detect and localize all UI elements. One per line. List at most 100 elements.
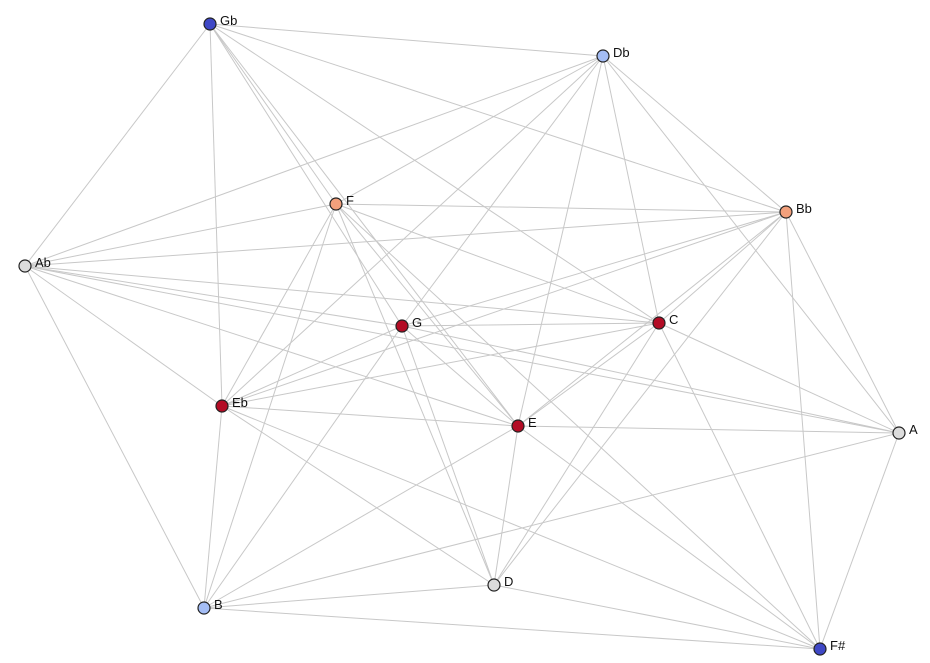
edge-bb-g xyxy=(401,211,787,327)
node-marker-d[interactable] xyxy=(487,578,501,592)
node-db[interactable]: Db xyxy=(596,45,630,63)
node-label-gb: Gb xyxy=(220,13,237,28)
edge-f-d xyxy=(335,203,495,586)
edge-gb-eb xyxy=(209,23,223,407)
edge-g-e xyxy=(401,325,519,427)
node-label-g: G xyxy=(412,315,422,330)
edge-a-f-sharp xyxy=(819,432,900,650)
node-marker-db[interactable] xyxy=(596,49,610,63)
edge-db-e xyxy=(517,55,604,427)
edge-ab-c xyxy=(24,265,660,324)
node-label-f: F xyxy=(346,193,354,208)
edge-db-ab xyxy=(24,55,604,267)
node-f[interactable]: F xyxy=(329,193,354,211)
edge-f-bb xyxy=(335,203,787,213)
node-ab[interactable]: Ab xyxy=(18,255,51,273)
edge-c-f-sharp xyxy=(658,322,821,650)
edge-bb-e xyxy=(517,211,787,427)
edge-bb-ab xyxy=(24,211,787,267)
edge-f-ab xyxy=(24,203,337,267)
edge-c-a xyxy=(658,322,900,434)
edge-eb-f-sharp xyxy=(221,405,821,650)
edge-f-f-sharp xyxy=(335,203,821,650)
edge-bb-d xyxy=(493,211,787,586)
edge-f-c xyxy=(335,203,660,324)
node-label-ab: Ab xyxy=(35,255,51,270)
edge-e-a xyxy=(517,425,900,434)
node-b[interactable]: B xyxy=(197,597,223,615)
edge-e-b xyxy=(203,425,519,609)
edge-d-f-sharp xyxy=(493,584,821,650)
edge-eb-d xyxy=(221,405,495,586)
edge-eb-e xyxy=(221,405,519,427)
edge-db-c xyxy=(602,55,660,324)
edge-ab-g xyxy=(24,265,403,327)
edge-e-f-sharp xyxy=(517,425,821,650)
node-label-d: D xyxy=(504,574,513,589)
edge-gb-ab xyxy=(24,23,211,267)
node-marker-g[interactable] xyxy=(395,319,409,333)
edge-gb-bb xyxy=(209,23,787,213)
node-c[interactable]: C xyxy=(652,312,678,330)
edge-eb-b xyxy=(203,405,223,609)
node-e[interactable]: E xyxy=(511,415,537,433)
node-label-db: Db xyxy=(613,45,630,60)
node-marker-a[interactable] xyxy=(892,426,906,440)
edge-g-b xyxy=(203,325,403,609)
edge-gb-db xyxy=(209,23,604,57)
node-a[interactable]: A xyxy=(892,422,918,440)
node-marker-bb[interactable] xyxy=(779,205,793,219)
edge-a-b xyxy=(203,432,900,609)
edge-gb-f xyxy=(209,23,337,205)
edge-bb-f-sharp xyxy=(785,211,821,650)
node-marker-ab[interactable] xyxy=(18,259,32,273)
edge-f-b xyxy=(203,203,337,609)
edge-db-a xyxy=(602,55,900,434)
edge-c-eb xyxy=(221,322,660,407)
edge-ab-a xyxy=(24,265,900,434)
edge-e-d xyxy=(493,425,519,586)
node-marker-gb[interactable] xyxy=(203,17,217,31)
edge-layer xyxy=(24,23,900,650)
edge-gb-g xyxy=(209,23,403,327)
edge-db-f xyxy=(335,55,604,205)
edge-f-eb xyxy=(221,203,337,407)
node-label-c: C xyxy=(669,312,678,327)
node-gb[interactable]: Gb xyxy=(203,13,237,31)
node-marker-c[interactable] xyxy=(652,316,666,330)
edge-d-b xyxy=(203,584,495,609)
edge-db-g xyxy=(401,55,604,327)
node-label-a: A xyxy=(909,422,918,437)
edge-gb-c xyxy=(209,23,660,324)
node-marker-b[interactable] xyxy=(197,601,211,615)
node-label-e: E xyxy=(528,415,537,430)
edge-ab-b xyxy=(24,265,205,609)
node-f-sharp[interactable]: F# xyxy=(813,638,846,656)
edge-g-c xyxy=(401,322,660,327)
node-marker-f[interactable] xyxy=(329,197,343,211)
node-label-b: B xyxy=(214,597,223,612)
edge-g-eb xyxy=(221,325,403,407)
node-marker-f-sharp[interactable] xyxy=(813,642,827,656)
node-label-f-sharp: F# xyxy=(830,638,846,653)
edge-bb-c xyxy=(658,211,787,324)
node-bb[interactable]: Bb xyxy=(779,201,812,219)
edge-f-e xyxy=(335,203,519,427)
node-label-eb: Eb xyxy=(232,395,248,410)
edge-ab-e xyxy=(24,265,519,427)
edge-c-d xyxy=(493,322,660,586)
edge-b-f-sharp xyxy=(203,607,821,650)
edge-g-a xyxy=(401,325,900,434)
edge-db-bb xyxy=(602,55,787,213)
node-d[interactable]: D xyxy=(487,574,513,592)
edge-db-eb xyxy=(221,55,604,407)
edge-bb-a xyxy=(785,211,900,434)
edge-c-e xyxy=(517,322,660,427)
node-g[interactable]: G xyxy=(395,315,422,333)
node-eb[interactable]: Eb xyxy=(215,395,248,413)
node-marker-eb[interactable] xyxy=(215,399,229,413)
edge-gb-e xyxy=(209,23,519,427)
node-marker-e[interactable] xyxy=(511,419,525,433)
